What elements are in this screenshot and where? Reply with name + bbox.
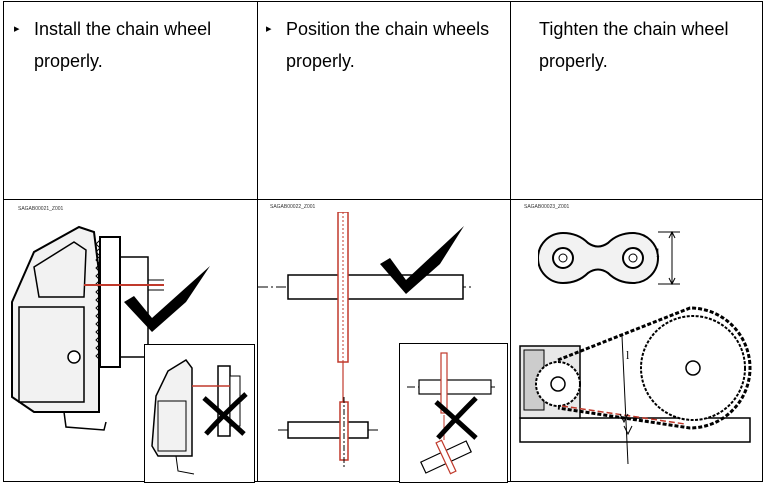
cross-icon — [434, 396, 478, 440]
figure-code: SAGAB00023_Z001 — [524, 204, 570, 210]
checkmark-icon — [124, 266, 210, 332]
cross-icon — [202, 392, 248, 436]
figure-chain-link — [538, 230, 680, 286]
instruction-install: ▸ Install the chain wheel properly. — [14, 13, 244, 77]
instruction-line-2: properly. — [539, 51, 608, 71]
figure-code: SAGAB00021_Z001 — [18, 206, 64, 212]
instruction-line-1: Position the chain wheels — [286, 19, 490, 39]
column-divider — [257, 2, 258, 481]
row-divider — [4, 199, 762, 200]
dimension-label: l — [656, 245, 660, 260]
instruction-line-2: properly. — [286, 51, 355, 71]
sag-label: l — [626, 348, 630, 362]
instruction-line-1: Install the chain wheel — [34, 19, 212, 39]
checkmark-icon — [380, 226, 464, 294]
instruction-table — [3, 1, 763, 482]
instruction-line-2: properly. — [34, 51, 103, 71]
instruction-tighten: Tighten the chain wheel properly. — [519, 13, 757, 77]
figure-position-wrong — [407, 352, 497, 475]
column-divider — [510, 2, 511, 481]
bullet-icon: ▸ — [266, 23, 272, 35]
figure-code: SAGAB00022_Z001 — [270, 204, 316, 210]
instruction-line-1: Tighten the chain wheel — [539, 19, 729, 39]
bullet-icon: ▸ — [14, 23, 20, 35]
figure-position-chain-wheels — [258, 212, 473, 467]
instruction-position: ▸ Position the chain wheels properly. — [266, 13, 504, 77]
figure-chain-drive — [519, 306, 752, 465]
